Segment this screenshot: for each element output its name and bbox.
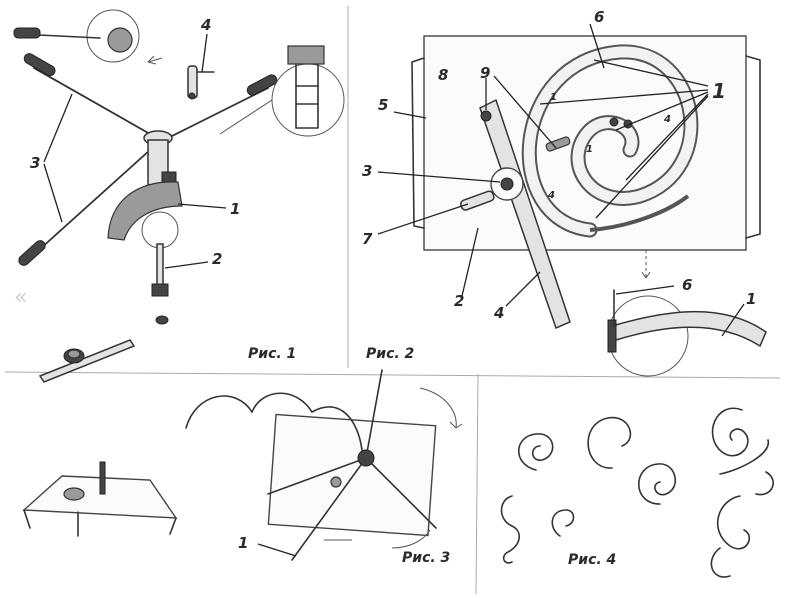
fig2-detail-label-1: 1 bbox=[746, 290, 756, 308]
pin-8 bbox=[480, 110, 492, 122]
fig3-label-1: 1 bbox=[238, 534, 248, 552]
part-2-bolt bbox=[141, 211, 209, 325]
section-frames bbox=[4, 6, 781, 595]
part-4-pin bbox=[187, 33, 215, 100]
fig1-label-3: 3 bbox=[30, 154, 40, 172]
fig2-detail-label-6: 6 bbox=[682, 276, 692, 294]
fig2-label-9: 9 bbox=[480, 64, 490, 82]
fig1-label-1: 1 bbox=[230, 200, 240, 218]
fig1-label-2: 2 bbox=[212, 250, 222, 268]
part-3-rods bbox=[18, 53, 278, 266]
lever bbox=[459, 98, 571, 330]
stand-sketch bbox=[22, 461, 178, 537]
fig2-caption: Рис. 2 bbox=[366, 346, 414, 362]
figure-1: 4 3 1 2 Рис. 1 bbox=[13, 9, 345, 383]
spiral-template bbox=[521, 44, 699, 238]
fig2-label-1: 1 bbox=[712, 79, 726, 103]
figure-3: 1 Рис. 3 bbox=[22, 369, 463, 566]
arm-detail bbox=[607, 250, 767, 377]
tool-assembly bbox=[38, 339, 136, 383]
arm-mark-4b: 4 bbox=[663, 114, 671, 125]
fig3-base-plate bbox=[267, 413, 437, 537]
fig4-caption: Рис. 4 bbox=[568, 552, 616, 568]
fig2-label-5: 5 bbox=[378, 96, 388, 114]
bolt-detail bbox=[219, 45, 345, 137]
previous-arrow-icon[interactable]: « bbox=[14, 285, 27, 310]
arm-mark-4a: 4 bbox=[547, 190, 555, 201]
arm-mark-1b: 1 bbox=[586, 144, 593, 155]
part-1-hub bbox=[107, 130, 227, 241]
fig1-label-4: 4 bbox=[200, 16, 211, 34]
fig3-caption: Рис. 3 bbox=[402, 550, 450, 566]
fig2-label-3: 3 bbox=[362, 162, 372, 180]
figure-2: 6 8 9 1 5 3 7 2 4 6 1 1 1 4 4 Рис. 2 bbox=[362, 8, 767, 377]
arm-mark-1a: 1 bbox=[550, 92, 557, 103]
fig3-rotating-arm bbox=[267, 369, 437, 561]
fig2-label-6: 6 bbox=[594, 8, 604, 26]
fig2-label-2: 2 bbox=[454, 292, 464, 310]
fig2-label-8: 8 bbox=[438, 66, 448, 84]
fig1-caption: Рис. 1 bbox=[248, 346, 296, 362]
handle-detail bbox=[13, 9, 163, 65]
figure-4-curl-shapes: Рис. 4 bbox=[500, 407, 774, 578]
fig2-label-7: 7 bbox=[362, 230, 373, 248]
fig2-label-4: 4 bbox=[493, 304, 504, 322]
